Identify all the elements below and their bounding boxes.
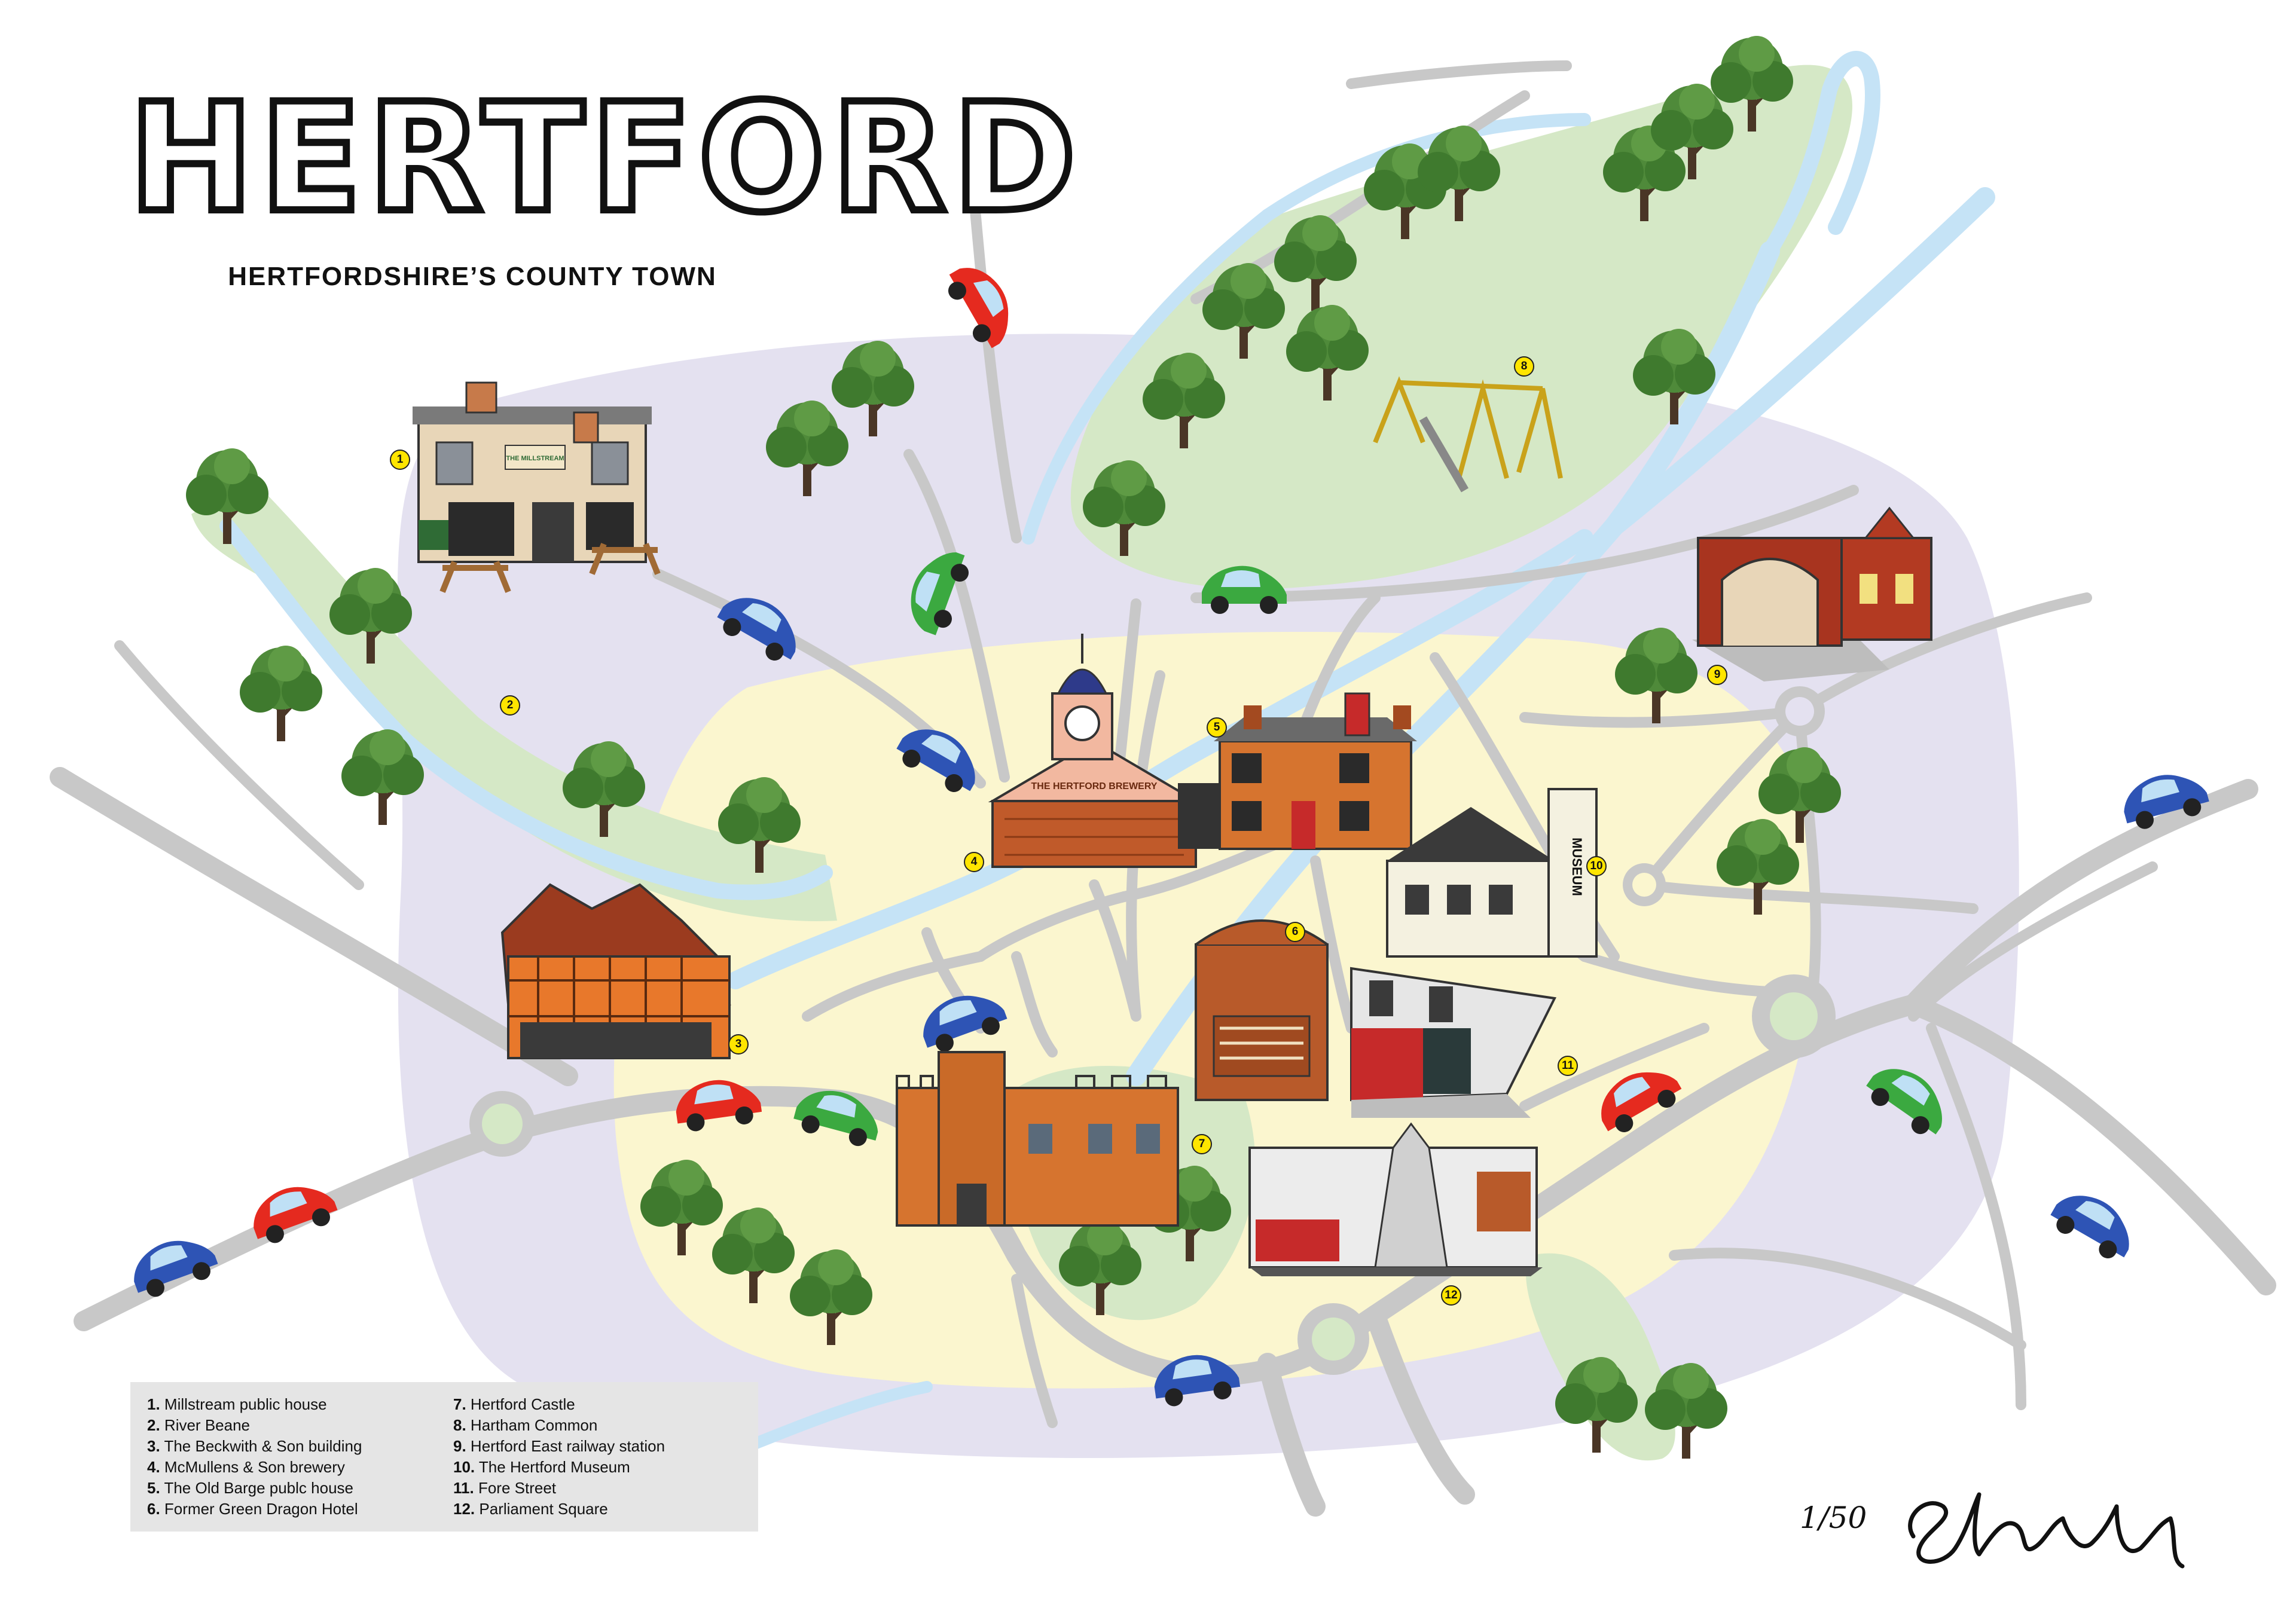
legend-label: Millstream public house: [164, 1395, 327, 1413]
legend-num: 8.: [453, 1416, 466, 1434]
legend-num: 11.: [453, 1479, 474, 1497]
legend-item-2: 2. River Beane: [147, 1415, 362, 1436]
legend-num: 6.: [147, 1500, 160, 1518]
legend-num: 12.: [453, 1500, 475, 1518]
legend-label: The Old Barge publc house: [164, 1479, 353, 1497]
brewery-sign: THE HERTFORD BREWERY: [1031, 781, 1158, 791]
edition-number: 1/50: [1800, 1500, 1867, 1535]
legend-num: 3.: [147, 1437, 160, 1455]
marker-1[interactable]: 1: [390, 450, 410, 470]
legend-num: 7.: [453, 1395, 466, 1413]
legend-item-7: 7. Hertford Castle: [453, 1394, 665, 1415]
legend-label: Former Green Dragon Hotel: [164, 1500, 358, 1518]
legend-item-6: 6. Former Green Dragon Hotel: [147, 1499, 362, 1520]
hertford-east-station-illustration: [1692, 506, 1932, 681]
legend-column-1: 1. Millstream public house 2. River Bean…: [147, 1394, 362, 1520]
legend-label: Fore Street: [478, 1479, 557, 1497]
museum-sign: MUSEUM: [1570, 838, 1584, 896]
legend-label: The Beckwith & Son building: [164, 1437, 362, 1455]
legend-num: 10.: [453, 1458, 475, 1476]
marker-8[interactable]: 8: [1514, 356, 1534, 377]
legend-label: River Beane: [164, 1416, 250, 1434]
hartham-common: [1070, 65, 1852, 589]
marker-5[interactable]: 5: [1207, 717, 1227, 738]
map-subtitle: HERTFORDSHIRE’S COUNTY TOWN: [228, 262, 717, 291]
green-dragon-illustration: [1195, 919, 1329, 1101]
legend-label: The Hertford Museum: [478, 1458, 630, 1476]
legend-item-11: 11. Fore Street: [453, 1478, 665, 1499]
marker-11[interactable]: 11: [1558, 1056, 1578, 1076]
marker-12[interactable]: 12: [1441, 1285, 1461, 1306]
legend-num: 1.: [147, 1395, 160, 1413]
legend-num: 2.: [147, 1416, 160, 1434]
pub-sign: THE MILLSTREAM: [506, 455, 564, 462]
brewery-illustration: THE HERTFORD BREWERY: [988, 634, 1201, 868]
marker-6[interactable]: 6: [1285, 922, 1305, 942]
legend-label: Hertford East railway station: [470, 1437, 665, 1455]
south-green: [1526, 1253, 1675, 1461]
signature-icon: [1908, 1492, 2185, 1569]
hertford-castle-illustration: [896, 1051, 1179, 1227]
roundabouts: [469, 686, 1836, 1375]
legend-label: McMullens & Son brewery: [164, 1458, 345, 1476]
marker-4[interactable]: 4: [964, 852, 984, 872]
legend-item-12: 12. Parliament Square: [453, 1499, 665, 1520]
map-title: HERTFORD: [125, 71, 1083, 245]
legend-item-9: 9. Hertford East railway station: [453, 1436, 665, 1457]
marker-9[interactable]: 9: [1707, 665, 1727, 685]
legend-column-2: 7. Hertford Castle 8. Hartham Common 9. …: [453, 1394, 665, 1520]
marker-2[interactable]: 2: [500, 695, 520, 716]
legend-item-10: 10. The Hertford Museum: [453, 1457, 665, 1478]
old-barge-pub-illustration: [1178, 692, 1417, 850]
beckwith-building-illustration: [500, 883, 731, 1059]
marker-3[interactable]: 3: [728, 1034, 749, 1055]
legend-num: 9.: [453, 1437, 466, 1455]
legend-item-1: 1. Millstream public house: [147, 1394, 362, 1415]
legend-item-4: 4. McMullens & Son brewery: [147, 1457, 362, 1478]
hartham-playground-illustration: [1373, 376, 1563, 493]
millstream-pub-illustration: THE MILLSTREAM: [413, 381, 661, 593]
legend-label: Hartham Common: [470, 1416, 598, 1434]
legend-item-8: 8. Hartham Common: [453, 1415, 665, 1436]
legend-label: Hertford Castle: [470, 1395, 575, 1413]
legend-num: 5.: [147, 1479, 160, 1497]
legend-num: 4.: [147, 1458, 160, 1476]
fore-street-illustration: [1350, 967, 1557, 1118]
marker-7[interactable]: 7: [1192, 1134, 1212, 1154]
legend-label: Parliament Square: [479, 1500, 608, 1518]
legend-box: 1. Millstream public house 2. River Bean…: [130, 1382, 758, 1532]
marker-10[interactable]: 10: [1586, 856, 1607, 876]
legend-item-3: 3. The Beckwith & Son building: [147, 1436, 362, 1457]
legend-item-5: 5. The Old Barge publc house: [147, 1478, 362, 1499]
parliament-square-illustration: [1248, 1122, 1543, 1276]
